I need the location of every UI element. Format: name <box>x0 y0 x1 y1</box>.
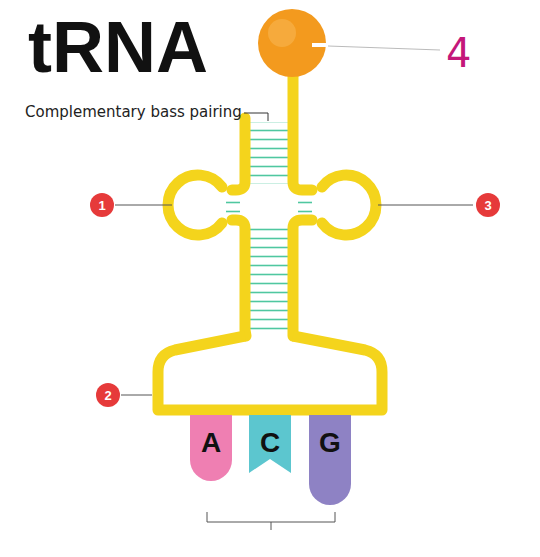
part-label: Complementary bass pairing <box>25 103 242 121</box>
base-pairs <box>298 196 312 214</box>
leader-line <box>115 205 172 206</box>
nucleotide-block: C <box>249 415 291 473</box>
amino-acid <box>258 9 326 77</box>
stem-strand <box>232 220 246 336</box>
nucleotide-block: A <box>190 415 232 481</box>
base-letter: A <box>201 429 221 457</box>
base-letter: G <box>319 429 341 457</box>
banner-fill <box>249 415 291 473</box>
base-pairs <box>250 122 288 184</box>
acceptor-strand <box>293 70 312 190</box>
leader-line <box>378 205 473 206</box>
callout-number: 1 <box>90 193 114 217</box>
callout-text: 2 <box>104 389 111 402</box>
nucleotide-block: G <box>309 415 351 505</box>
d-loop <box>168 175 222 235</box>
title: tRNA <box>28 6 208 88</box>
callout-text: 3 <box>484 199 491 212</box>
callout-number: 4 <box>446 30 471 76</box>
callout-text: 1 <box>98 199 105 212</box>
acceptor-strand <box>232 118 245 190</box>
notch <box>312 43 326 47</box>
leader-line <box>244 113 268 121</box>
base-pairs <box>250 222 288 330</box>
bracket <box>207 512 335 530</box>
leader-line <box>121 395 152 396</box>
t-loop <box>322 175 376 235</box>
base-letter: C <box>260 429 280 457</box>
base-pairs <box>226 196 240 214</box>
callout-number: 3 <box>476 193 500 217</box>
highlight <box>268 19 296 47</box>
anticodon-loop <box>158 336 382 410</box>
stem-strand <box>293 220 312 336</box>
leader-line <box>328 46 440 50</box>
callout-number: 2 <box>96 383 120 407</box>
